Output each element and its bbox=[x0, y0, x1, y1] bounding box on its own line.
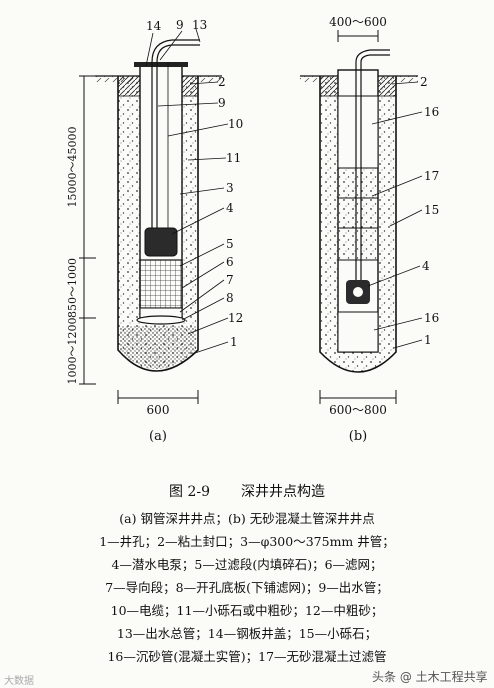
callout-15: 15 bbox=[424, 203, 439, 217]
width-dim-a: 600 bbox=[147, 403, 170, 417]
leader-line bbox=[389, 209, 423, 227]
sublabel-b: (b) bbox=[349, 429, 367, 444]
callout-2: 2 bbox=[420, 75, 428, 89]
ground-soil bbox=[95, 76, 137, 82]
callout-12: 12 bbox=[228, 311, 243, 325]
depth-dim-mid: 850～1000 bbox=[66, 258, 79, 318]
leader-line bbox=[179, 243, 225, 267]
discharge-pipe bbox=[355, 49, 390, 63]
discharge-pipe bbox=[156, 44, 200, 63]
callout-5: 5 bbox=[226, 237, 234, 251]
callout-6: 6 bbox=[226, 255, 234, 269]
leader-line bbox=[367, 265, 421, 287]
callout-4: 4 bbox=[226, 201, 234, 215]
callout-4: 4 bbox=[422, 259, 430, 273]
depth-dim-main: 15000～45000 bbox=[66, 127, 79, 208]
callout-7: 7 bbox=[226, 273, 234, 287]
callout-3: 3 bbox=[226, 181, 234, 195]
callout-16: 16 bbox=[424, 105, 439, 119]
bottom-plate bbox=[136, 315, 186, 325]
leader-line bbox=[391, 81, 419, 85]
callout-17: 17 bbox=[424, 169, 439, 183]
leader-line bbox=[187, 317, 229, 335]
depth-dim-bottom: 1000～1200 bbox=[66, 318, 79, 385]
leader-line bbox=[181, 297, 225, 321]
ground-soil bbox=[396, 76, 418, 82]
leader-line bbox=[171, 207, 225, 235]
pump-eye bbox=[353, 287, 363, 297]
figure-caption: 图 2-9 深井井点构造 bbox=[0, 481, 494, 501]
leader-line bbox=[187, 157, 227, 161]
ground-soil bbox=[300, 76, 320, 82]
legend-line-2: 4—潜水电泵；5—过滤段(内填碎石)；6—滤网； bbox=[111, 557, 383, 572]
width-dim-b: 600～800 bbox=[329, 403, 387, 417]
watermark-left: 大数据 bbox=[4, 676, 34, 687]
solid-pipe-top bbox=[337, 95, 379, 169]
submersible-pump bbox=[144, 227, 178, 257]
sand-base bbox=[120, 326, 196, 369]
watermark-right: 头条 @ 土木工程共享 bbox=[372, 670, 488, 684]
callout-10: 10 bbox=[228, 117, 243, 131]
leader-line bbox=[191, 341, 229, 355]
well-point-diagram: 14 9 13 2 9 10 11 3 4 5 6 7 8 12 1 600 (… bbox=[66, 15, 439, 444]
leader-line bbox=[145, 32, 154, 67]
discharge-pipe bbox=[151, 39, 200, 63]
leader-line bbox=[167, 123, 229, 137]
filter-section bbox=[139, 259, 183, 309]
legend-line-3: 7—导向段；8—开孔底板(下铺滤网)；9—出水管； bbox=[105, 580, 389, 595]
leader-line bbox=[159, 30, 183, 61]
callout-9: 9 bbox=[176, 18, 184, 32]
ground-soil bbox=[198, 76, 222, 82]
callout-16: 16 bbox=[424, 311, 439, 325]
filter-pipe bbox=[337, 167, 379, 261]
leader-line bbox=[179, 279, 225, 313]
top-dim-b: 400～600 bbox=[329, 15, 387, 29]
callout-13: 13 bbox=[192, 18, 207, 32]
callout-8: 8 bbox=[226, 291, 234, 305]
figure-title: 深井井点构造 bbox=[240, 484, 325, 500]
leader-line bbox=[393, 339, 423, 349]
sublabel-a: (a) bbox=[149, 429, 167, 444]
figure-number: 图 2-9 bbox=[169, 484, 211, 500]
legend-line-4: 10—电缆；11—小砾石或中粗砂；12—中粗砂； bbox=[110, 603, 384, 618]
well-a: 14 9 13 2 9 10 11 3 4 5 6 7 8 12 1 600 (… bbox=[66, 18, 243, 444]
leader-line bbox=[179, 187, 225, 195]
callout-14: 14 bbox=[146, 19, 162, 33]
leader-line bbox=[181, 261, 225, 289]
leader-line bbox=[157, 102, 219, 107]
discharge-pipe bbox=[360, 54, 390, 63]
leader-line bbox=[195, 28, 201, 43]
steel-cover bbox=[134, 62, 188, 67]
callout-9: 9 bbox=[218, 96, 226, 110]
legend-line-5: 13—出水总管；14—钢板井盖；15—小砾石； bbox=[116, 626, 378, 641]
leader-line bbox=[371, 175, 423, 197]
leader-line bbox=[371, 111, 423, 125]
callout-1: 1 bbox=[230, 335, 238, 349]
well-b: 400～600 600～800 (b) bbox=[300, 15, 439, 444]
legend-line-6: 16—沉砂管(混凝土实管)；17—无砂混凝土过滤管 bbox=[107, 649, 387, 664]
solid-pipe-bottom bbox=[337, 311, 379, 353]
leader-line bbox=[373, 317, 423, 331]
callout-1: 1 bbox=[424, 333, 432, 347]
callout-2: 2 bbox=[218, 75, 226, 89]
leader-line bbox=[189, 81, 219, 85]
legend-line-0: (a) 钢管深井井点；(b) 无砂混凝土管深井井点 bbox=[119, 511, 375, 526]
callout-11: 11 bbox=[226, 151, 241, 165]
legend-line-1: 1—井孔；2—粘土封口；3—φ300～375mm 井管； bbox=[99, 534, 395, 549]
